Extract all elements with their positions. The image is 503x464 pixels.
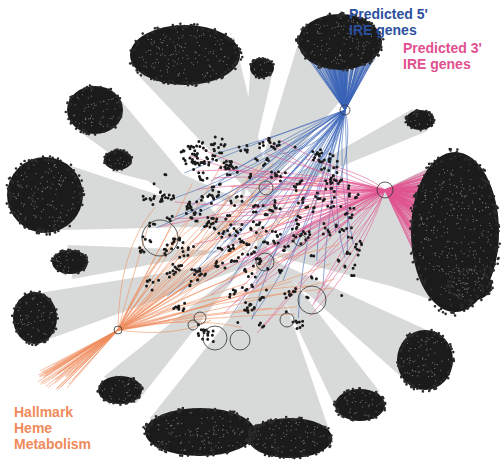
gene-set-label: Predicted 5' IRE genes bbox=[349, 6, 449, 38]
gene-dot-speckle bbox=[13, 18, 493, 453]
gene-set-label: Hallmark Heme Metabolism bbox=[14, 404, 100, 452]
central-gene-dots bbox=[138, 136, 363, 344]
gene-set-ring bbox=[114, 105, 393, 350]
gene-cluster bbox=[7, 14, 499, 458]
orange-edge-fan bbox=[38, 162, 340, 390]
gene-dots bbox=[6, 11, 502, 459]
gene-set-label: Predicted 3' IRE genes bbox=[403, 40, 500, 72]
